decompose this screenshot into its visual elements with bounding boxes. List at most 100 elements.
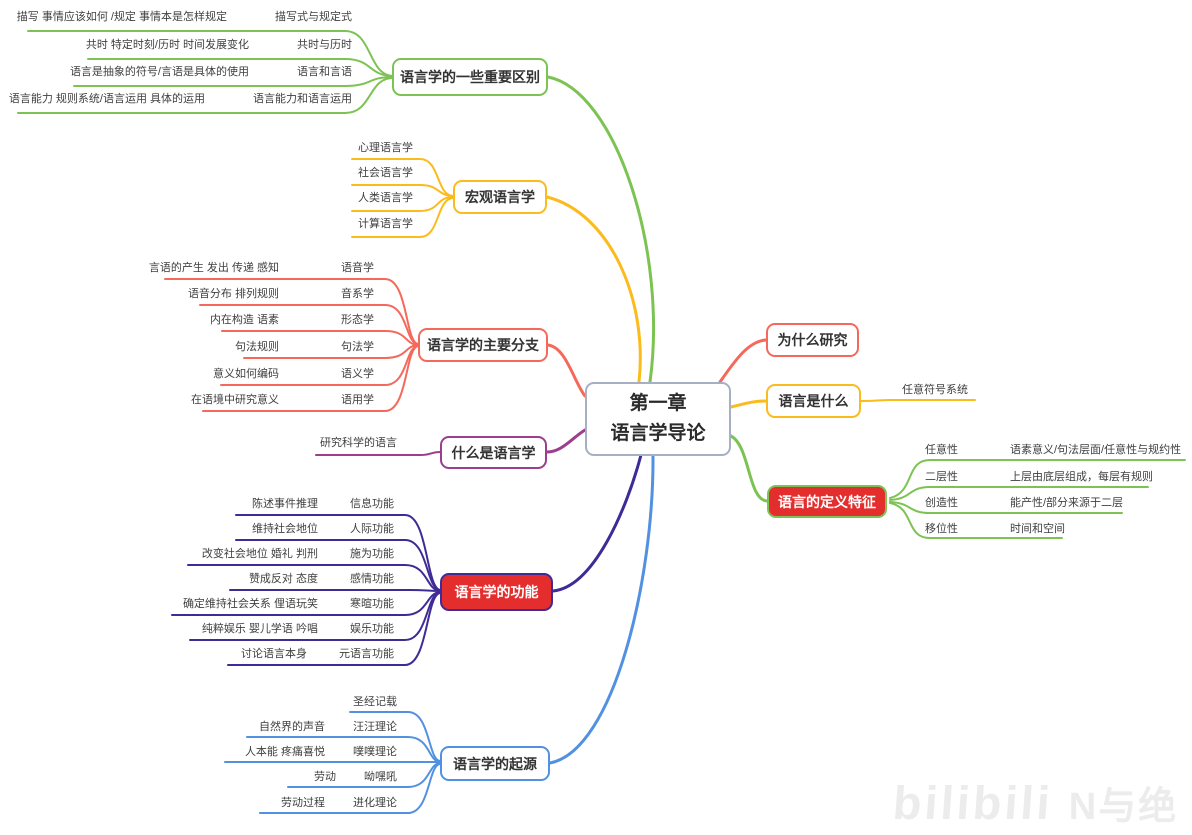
leaf-label: 语言和言语 (297, 66, 352, 78)
leaf-label: 语用学 (341, 394, 374, 406)
leaf-row: 劳动 呦嘿吼 (314, 770, 397, 784)
leaf-row: 句法规则 句法学 (235, 340, 374, 354)
leaf-label: 进化理论 (353, 797, 397, 809)
branch-origins-connectors (224, 453, 655, 814)
leaf-label: 人类语言学 (358, 192, 413, 204)
leaf-note: 能产性/部分来源于二层 (1010, 497, 1124, 509)
leaf-row: 语言是抽象的符号/言语是具体的使用 语言和言语 (70, 65, 352, 79)
central-topic-line1: 第一章 (629, 392, 687, 414)
leaf-label: 音系学 (341, 288, 374, 300)
branch-node-what-is-language: 语言是什么 (766, 384, 861, 418)
leaf-row: 纯粹娱乐 婴儿学语 吟唱 娱乐功能 (202, 622, 394, 636)
branch-node-functions: 语言学的功能 (440, 573, 553, 611)
leaf-row: 言语的产生 发出 传递 感知 语音学 (149, 261, 374, 275)
branch-why-study-connectors (718, 338, 768, 384)
leaf-note: 确定维持社会关系 俚语玩笑 (182, 598, 318, 610)
leaf-label: 创造性 (925, 497, 958, 509)
leaf-label: 汪汪理论 (353, 721, 397, 733)
leaf-note: 语音分布 排列规则 (187, 288, 279, 300)
leaf-label: 语言能力和语言运用 (253, 93, 352, 105)
branch-distinctions-connectors (17, 30, 655, 384)
leaf-note: 纯粹娱乐 婴儿学语 吟唱 (201, 623, 318, 635)
leaf-note: 陈述事件推理 (252, 498, 318, 510)
leaf-label: 描写式与规定式 (275, 11, 352, 23)
leaf-row: 维持社会地位 人际功能 (252, 522, 394, 536)
leaf-note: 上层由底层组成，每层有规则 (1010, 471, 1153, 483)
branch-functions-connectors (171, 453, 643, 666)
leaf-row: 改变社会地位 婚礼 判刑 施为功能 (202, 547, 394, 561)
leaf-note: 语素意义/句法层面/任意性与规约性 (1010, 444, 1182, 456)
leaf-label: 感情功能 (350, 573, 394, 585)
leaf-note: 内在构造 语素 (209, 314, 279, 326)
leaf-label: 研究科学的语言 (320, 437, 397, 449)
leaf-row: 共时 特定时刻/历时 时间发展变化 共时与历时 (86, 38, 352, 52)
leaf-note: 意义如何编码 (213, 368, 279, 380)
leaf-row: 劳动过程 进化理论 (281, 796, 397, 810)
leaf-note: 讨论语言本身 (241, 648, 307, 660)
central-topic-line2: 语言学导论 (610, 423, 706, 444)
leaf-row: 自然界的声音 汪汪理论 (259, 720, 397, 734)
branch-defining-features-connectors (729, 434, 1186, 539)
leaf-label: 圣经记载 (353, 696, 397, 708)
leaf-row: 在语境中研究意义 语用学 (191, 393, 374, 407)
leaf-label: 娱乐功能 (350, 623, 394, 635)
leaf-note: 时间和空间 (1010, 523, 1065, 535)
leaf-label: 寒暄功能 (350, 598, 394, 610)
leaf-note: 共时 特定时刻/历时 时间发展变化 (85, 39, 249, 51)
leaf-label: 元语言功能 (339, 648, 394, 660)
leaf-note: 赞成反对 态度 (248, 573, 318, 585)
leaf-label: 人际功能 (350, 523, 394, 535)
leaf-note: 劳动 (314, 771, 336, 783)
leaf-row: 移位性 时间和空间 (925, 522, 1065, 536)
leaf-row: 任意性 语素意义/句法层面/任意性与规约性 (925, 443, 1181, 457)
leaf-label: 共时与历时 (297, 39, 352, 51)
leaf-row: 语言能力 规则系统/语言运用 具体的运用 语言能力和语言运用 (9, 92, 352, 106)
leaf-label: 任意符号系统 (902, 384, 968, 396)
leaf-row: 意义如何编码 语义学 (213, 367, 374, 381)
leaf-note: 维持社会地位 (252, 523, 318, 535)
leaf-note: 改变社会地位 婚礼 判刑 (201, 548, 318, 560)
bilibili-logo: bilibili (891, 776, 1055, 829)
leaf-label: 形态学 (341, 314, 374, 326)
leaf-row: 任意符号系统 (902, 383, 968, 397)
leaf-row: 赞成反对 态度 感情功能 (249, 572, 394, 586)
leaf-note: 人本能 疼痛喜悦 (244, 746, 325, 758)
leaf-label: 社会语言学 (358, 167, 413, 179)
leaf-label: 任意性 (925, 444, 958, 456)
leaf-note: 言语的产生 发出 传递 感知 (148, 262, 279, 274)
leaf-note: 语言是抽象的符号/言语是具体的使用 (69, 66, 249, 78)
leaf-label: 噗噗理论 (353, 746, 397, 758)
leaf-note: 描写 事情应该如何 /规定 事情本是怎样规定 (16, 11, 227, 23)
leaf-label: 语音学 (341, 262, 374, 274)
leaf-note: 劳动过程 (281, 797, 325, 809)
leaf-label: 二层性 (925, 471, 958, 483)
leaf-row: 确定维持社会关系 俚语玩笑 寒暄功能 (183, 597, 394, 611)
branch-node-distinctions: 语言学的一些重要区别 (392, 58, 548, 96)
leaf-row: 心理语言学 (358, 141, 413, 155)
branch-main-branches-connectors (164, 278, 587, 412)
branch-node-macro: 宏观语言学 (453, 180, 547, 214)
watermark-channel-name: N与绝对值 (1068, 786, 1179, 828)
leaf-row: 人本能 疼痛喜悦 噗噗理论 (245, 745, 397, 759)
branch-macro-connectors (351, 158, 642, 384)
leaf-label: 句法学 (341, 341, 374, 353)
leaf-label: 计算语言学 (358, 218, 413, 230)
leaf-note: 自然界的声音 (259, 721, 325, 733)
leaf-row: 语音分布 排列规则 音系学 (188, 287, 374, 301)
leaf-row: 计算语言学 (358, 217, 413, 231)
leaf-row: 陈述事件推理 信息功能 (252, 497, 394, 511)
leaf-label: 移位性 (925, 523, 958, 535)
central-topic: 第一章 语言学导论 (585, 382, 731, 456)
leaf-row: 研究科学的语言 (320, 436, 397, 450)
leaf-note: 在语境中研究意义 (191, 394, 279, 406)
leaf-label: 语义学 (341, 368, 374, 380)
leaf-label: 呦嘿吼 (364, 771, 397, 783)
leaf-row: 社会语言学 (358, 166, 413, 180)
leaf-label: 施为功能 (350, 548, 394, 560)
branch-node-what-is-linguistics: 什么是语言学 (440, 436, 547, 469)
leaf-row: 内在构造 语素 形态学 (210, 313, 374, 327)
leaf-row: 创造性 能产性/部分来源于二层 (925, 496, 1123, 510)
branch-node-why-study: 为什么研究 (766, 323, 859, 357)
branch-node-defining-features: 语言的定义特征 (767, 485, 887, 518)
